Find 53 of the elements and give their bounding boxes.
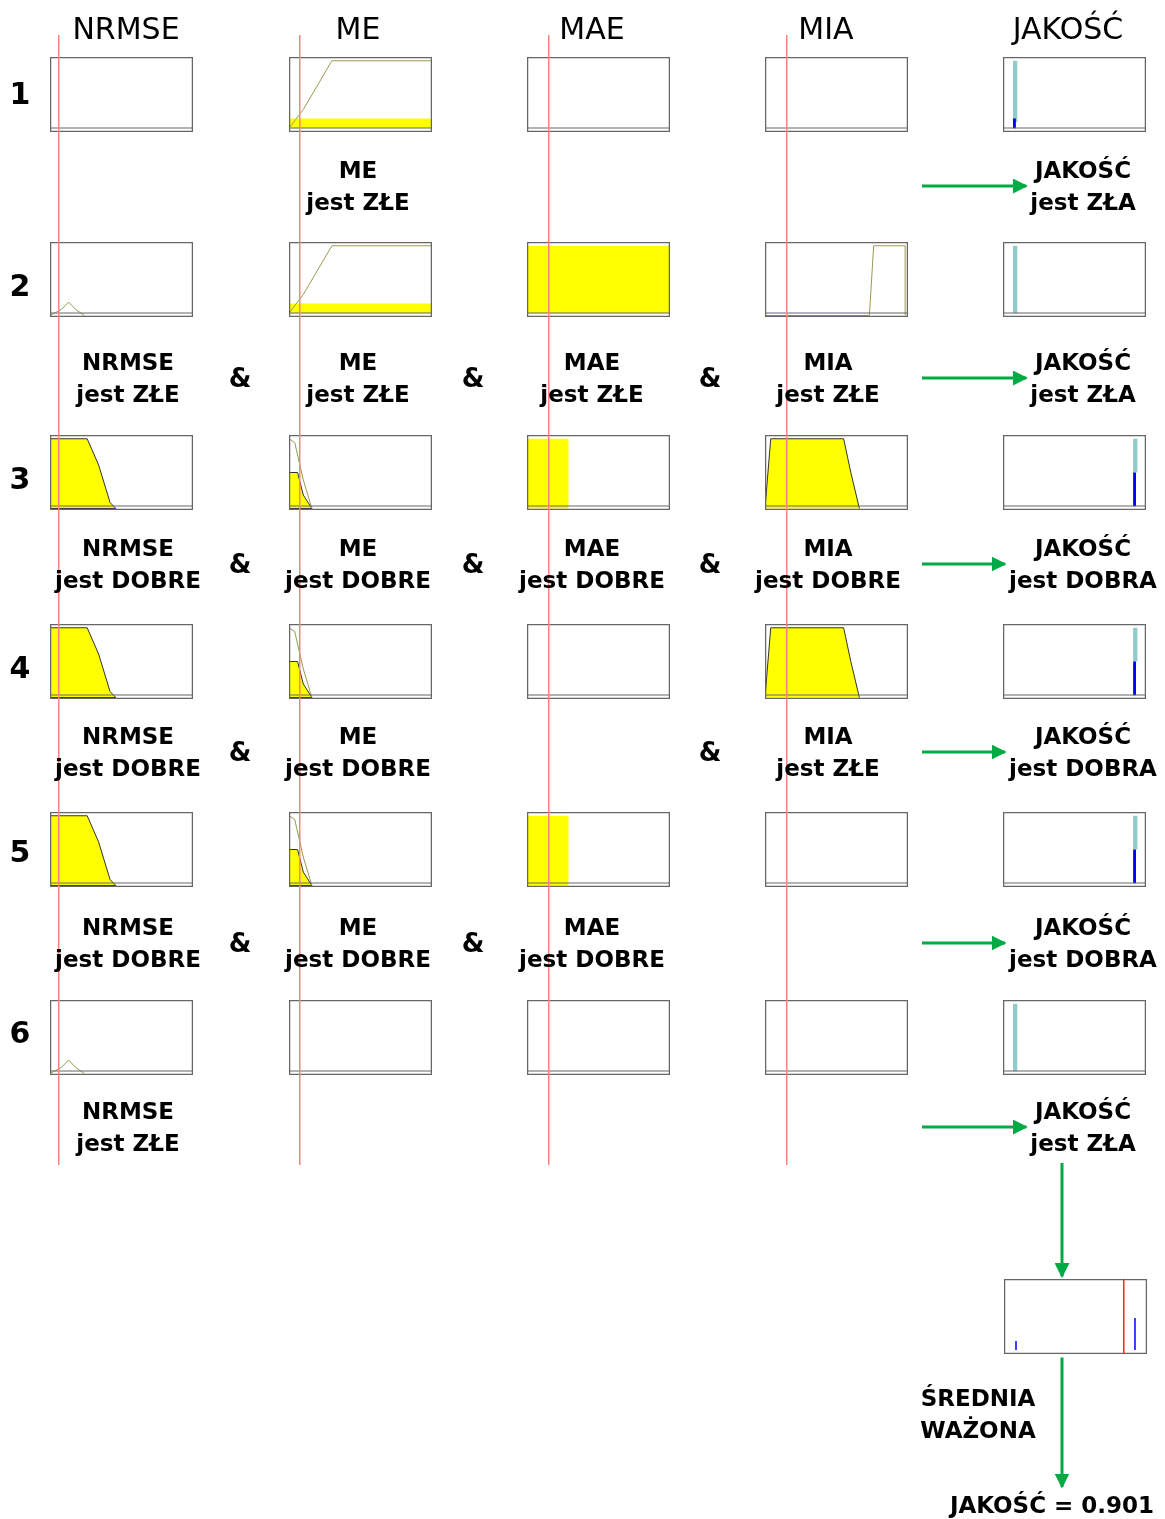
row-number: 2 (9, 267, 31, 303)
rule-condition: NRMSE jest ZŁE (76, 348, 180, 409)
column-header: MAE (559, 10, 625, 46)
row-number: 3 (9, 460, 31, 496)
rule-conclusion: JAKOŚĆ jest DOBRA (1009, 720, 1157, 784)
and-operator: & (461, 928, 485, 958)
column-header: MIA (798, 10, 854, 46)
and-operator: & (698, 549, 722, 579)
rule-conclusion: JAKOŚĆ jest ZŁA (1030, 346, 1136, 410)
column-header: NRMSE (72, 10, 180, 46)
arrow (922, 370, 1028, 386)
arrow (922, 744, 1007, 760)
column-header: JAKOŚĆ (1012, 10, 1124, 46)
rule-conclusion: JAKOŚĆ jest ZŁA (1030, 154, 1136, 218)
rule-condition: MAE jest ZŁE (540, 348, 644, 409)
and-operator: & (228, 549, 252, 579)
rule-conclusion: JAKOŚĆ jest ZŁA (1030, 1095, 1136, 1159)
and-operator: & (228, 737, 252, 767)
rule-condition: NRMSE jest DOBRE (55, 534, 201, 595)
rule-condition: ME jest DOBRE (285, 913, 431, 974)
rule-conclusion: JAKOŚĆ jest DOBRA (1009, 911, 1157, 975)
rule-condition: MIA jest DOBRE (755, 534, 901, 595)
rule-condition: MIA jest ZŁE (776, 722, 880, 783)
and-operator: & (228, 928, 252, 958)
rule-condition: ME jest DOBRE (285, 534, 431, 595)
rule-condition: ME jest ZŁE (306, 156, 410, 217)
rule-condition: MIA jest ZŁE (776, 348, 880, 409)
and-operator: & (228, 363, 252, 393)
rule-conclusion: JAKOŚĆ jest DOBRA (1009, 532, 1157, 596)
rule-condition: ME jest DOBRE (285, 722, 431, 783)
arrow (922, 935, 1007, 951)
and-operator: & (461, 363, 485, 393)
rule-condition: NRMSE jest DOBRE (55, 913, 201, 974)
rule-condition: MAE jest DOBRE (519, 913, 665, 974)
and-operator: & (698, 737, 722, 767)
rule-condition: MAE jest DOBRE (519, 534, 665, 595)
output-plot-drawing (1003, 1278, 1147, 1354)
arrow (922, 1119, 1028, 1135)
arrow (1054, 1357, 1070, 1489)
rule-condition: NRMSE jest ZŁE (76, 1097, 180, 1158)
arrow (922, 178, 1028, 194)
column-header: ME (335, 10, 381, 46)
row-number: 1 (9, 75, 31, 111)
rule-condition: NRMSE jest DOBRE (55, 722, 201, 783)
arrow (922, 556, 1007, 572)
arrow (1054, 1163, 1070, 1278)
and-operator: & (698, 363, 722, 393)
row-number: 4 (9, 649, 31, 685)
row-number: 6 (9, 1014, 31, 1050)
rule-condition: ME jest ZŁE (306, 348, 410, 409)
result-text: JAKOŚĆ = 0.901 (949, 1489, 1155, 1519)
and-operator: & (461, 549, 485, 579)
row-number: 5 (9, 833, 31, 869)
